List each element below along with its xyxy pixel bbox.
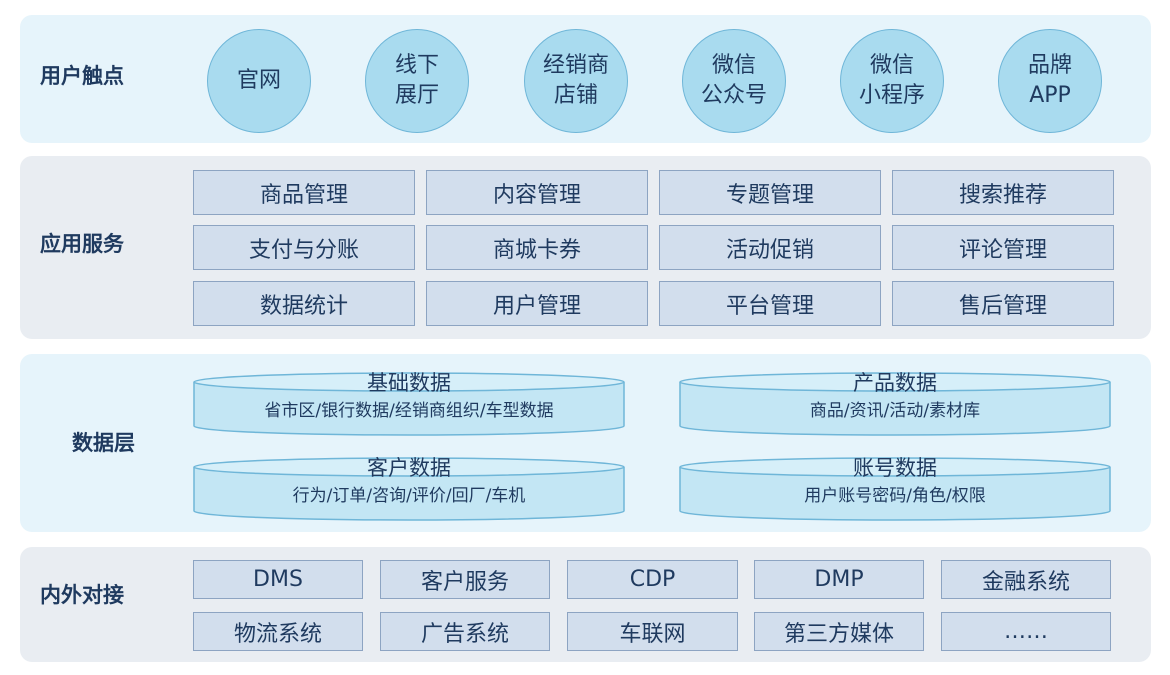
data-store-cylinder: 账号数据 用户账号密码/角色/权限 [679, 456, 1111, 521]
service-box: 支付与分账 [193, 225, 415, 270]
data-store-title: 基础数据 [367, 371, 451, 395]
data-store-subtitle: 商品/资讯/活动/素材库 [809, 401, 981, 421]
service-box: 用户管理 [426, 281, 648, 326]
service-box: 搜索推荐 [892, 170, 1114, 215]
service-box: 活动促销 [659, 225, 881, 270]
touchpoint-line2: 展厅 [394, 83, 439, 108]
data-store-title: 产品数据 [853, 371, 937, 395]
external-system-box: 物流系统 [193, 612, 363, 651]
external-system-box: DMP [754, 560, 924, 599]
external-system-box: DMS [193, 560, 363, 599]
data-store-title: 账号数据 [853, 456, 937, 480]
touchpoint-circle: 官网 [207, 29, 311, 133]
data-store-cylinder: 基础数据 省市区/银行数据/经销商组织/车型数据 [193, 371, 625, 436]
touchpoint-line1: 线下 [394, 53, 439, 78]
data-store-cylinder: 客户数据 行为/订单/咨询/评价/回厂/车机 [193, 456, 625, 521]
data-store-cylinder: 产品数据 商品/资讯/活动/素材库 [679, 371, 1111, 436]
touchpoint-line1: 微信 [711, 53, 756, 78]
external-system-box: 车联网 [567, 612, 738, 651]
service-box: 商品管理 [193, 170, 415, 215]
external-system-box: 客户服务 [380, 560, 550, 599]
data-layer-label: 数据层 [72, 431, 135, 455]
touchpoint-circle: 品牌 APP [998, 29, 1102, 133]
external-system-box: 金融系统 [941, 560, 1111, 599]
touchpoint-line2: 公众号 [700, 83, 767, 108]
external-system-box: …… [941, 612, 1111, 651]
touchpoint-circle: 线下展厅 [365, 29, 469, 133]
service-box: 评论管理 [892, 225, 1114, 270]
external-system-box: CDP [567, 560, 738, 599]
external-layer-label: 内外对接 [40, 583, 124, 607]
data-store-subtitle: 省市区/银行数据/经销商组织/车型数据 [264, 401, 554, 421]
service-box: 平台管理 [659, 281, 881, 326]
touchpoint-line2: 店铺 [553, 83, 598, 108]
touchpoints-layer-label: 用户触点 [40, 64, 124, 88]
service-box: 售后管理 [892, 281, 1114, 326]
data-store-subtitle: 用户账号密码/角色/权限 [804, 486, 986, 506]
touchpoint-line2: 小程序 [858, 83, 925, 108]
data-store-title: 客户数据 [367, 456, 451, 480]
touchpoint-circle: 微信小程序 [840, 29, 944, 133]
touchpoint-circle: 微信公众号 [682, 29, 786, 133]
service-box: 专题管理 [659, 170, 881, 215]
service-box: 商城卡券 [426, 225, 648, 270]
service-box: 数据统计 [193, 281, 415, 326]
services-layer-label: 应用服务 [40, 232, 124, 256]
data-store-subtitle: 行为/订单/咨询/评价/回厂/车机 [292, 486, 526, 506]
touchpoint-line1: 官网 [236, 68, 281, 93]
external-system-box: 第三方媒体 [754, 612, 924, 651]
touchpoint-line2: APP [1029, 83, 1071, 108]
touchpoint-line1: 微信 [869, 53, 914, 78]
touchpoint-line1: 经销商 [542, 53, 609, 78]
touchpoint-line1: 品牌 [1027, 53, 1072, 78]
external-system-box: 广告系统 [380, 612, 550, 651]
service-box: 内容管理 [426, 170, 648, 215]
touchpoint-circle: 经销商店铺 [524, 29, 628, 133]
